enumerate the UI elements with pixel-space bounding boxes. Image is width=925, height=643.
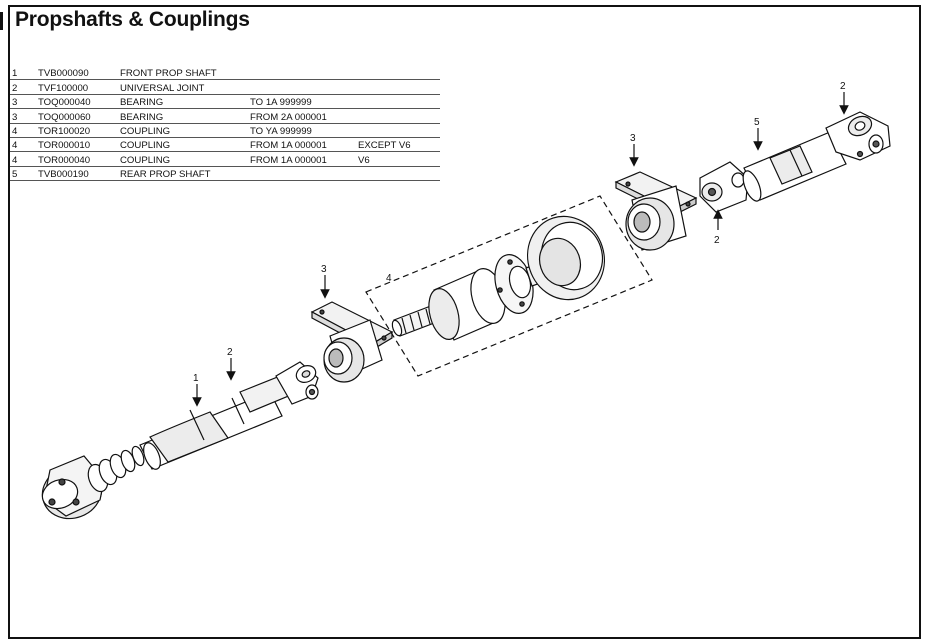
item-number: 4	[10, 137, 36, 153]
part-description: COUPLING	[118, 123, 248, 138]
callout-3-front: 3	[321, 264, 327, 275]
cv-boot	[87, 445, 145, 493]
part-number: TOR100020	[36, 123, 118, 138]
parts-row: 3 TOQ000040 BEARING TO 1A 999999	[10, 94, 440, 110]
parts-row: 5 TVB000190 REAR PROP SHAFT	[10, 166, 440, 182]
diagram-frame	[8, 5, 921, 639]
serial-range: TO 1A 999999	[248, 94, 356, 110]
rear-centre-bearing	[614, 171, 698, 251]
part-description: UNIVERSAL JOINT	[118, 79, 248, 95]
item-number: 3	[10, 108, 36, 124]
frame-edge-mark	[0, 12, 3, 30]
callout-2-rear: 2	[714, 235, 720, 246]
part-number: TVB000090	[36, 66, 118, 81]
item-number: 3	[10, 94, 36, 110]
part-number: TOQ000060	[36, 108, 118, 124]
parts-row: 2 TVF100000 UNIVERSAL JOINT	[10, 79, 440, 95]
rear-prop-shaft	[699, 111, 891, 213]
parts-row: 4 TOR000040 COUPLING FROM 1A 000001 V6	[10, 151, 440, 167]
rear-universal-joint-upper	[825, 111, 891, 161]
part-description: BEARING	[118, 108, 248, 124]
callout-1: 1	[193, 373, 199, 384]
page-title: Propshafts & Couplings	[15, 8, 250, 31]
rubber-coupling	[527, 215, 605, 301]
serial-range	[248, 66, 356, 81]
callout-3-rear: 3	[630, 133, 636, 144]
parts-row: 4 TOR100020 COUPLING TO YA 999999	[10, 123, 440, 138]
rear-shaft-tube	[742, 131, 847, 202]
part-description: BEARING	[118, 94, 248, 110]
coupling-flange	[494, 254, 534, 314]
item-number: 4	[10, 151, 36, 167]
coupling-hub	[428, 268, 506, 341]
front-universal-joint	[275, 361, 319, 405]
part-description: REAR PROP SHAFT	[118, 166, 248, 182]
coupling-assembly	[365, 195, 653, 377]
part-number: TOR000040	[36, 151, 118, 167]
part-note: V6	[356, 151, 440, 167]
part-note	[356, 166, 440, 182]
part-number: TVF100000	[36, 79, 118, 95]
front-prop-shaft	[41, 361, 319, 520]
coupling-group-outline	[365, 195, 653, 377]
item-number: 2	[10, 79, 36, 95]
front-shaft-tube	[139, 371, 299, 470]
item-number: 4	[10, 123, 36, 138]
item-number: 1	[10, 66, 36, 81]
serial-range: FROM 1A 000001	[248, 137, 356, 153]
part-note	[356, 123, 440, 138]
item-number: 5	[10, 166, 36, 182]
part-number: TOQ000040	[36, 94, 118, 110]
parts-row: 3 TOQ000060 BEARING FROM 2A 000001	[10, 108, 440, 124]
callout-2-front: 2	[227, 347, 233, 358]
part-note	[356, 79, 440, 95]
callout-5: 5	[754, 117, 760, 128]
callout-2-top: 2	[840, 81, 846, 92]
part-note	[356, 108, 440, 124]
callout-arrows	[192, 92, 849, 407]
serial-range: TO YA 999999	[248, 123, 356, 138]
part-note	[356, 94, 440, 110]
parts-list-table: 1 TVB000090 FRONT PROP SHAFT 2 TVF100000…	[10, 66, 440, 182]
part-description: COUPLING	[118, 151, 248, 167]
part-note: EXCEPT V6	[356, 137, 440, 153]
part-description: FRONT PROP SHAFT	[118, 66, 248, 81]
serial-range	[248, 79, 356, 95]
callout-4: 4	[386, 273, 392, 284]
serial-range: FROM 2A 000001	[248, 108, 356, 124]
parts-row: 1 TVB000090 FRONT PROP SHAFT	[10, 66, 440, 81]
part-number: TVB000190	[36, 166, 118, 182]
part-number: TOR000010	[36, 137, 118, 153]
parts-row: 4 TOR000010 COUPLING FROM 1A 000001 EXCE…	[10, 137, 440, 153]
serial-range: FROM 1A 000001	[248, 151, 356, 167]
part-description: COUPLING	[118, 137, 248, 153]
rear-universal-joint-lower	[699, 161, 749, 213]
part-note	[356, 66, 440, 81]
serial-range	[248, 166, 356, 182]
front-centre-bearing	[310, 301, 394, 383]
